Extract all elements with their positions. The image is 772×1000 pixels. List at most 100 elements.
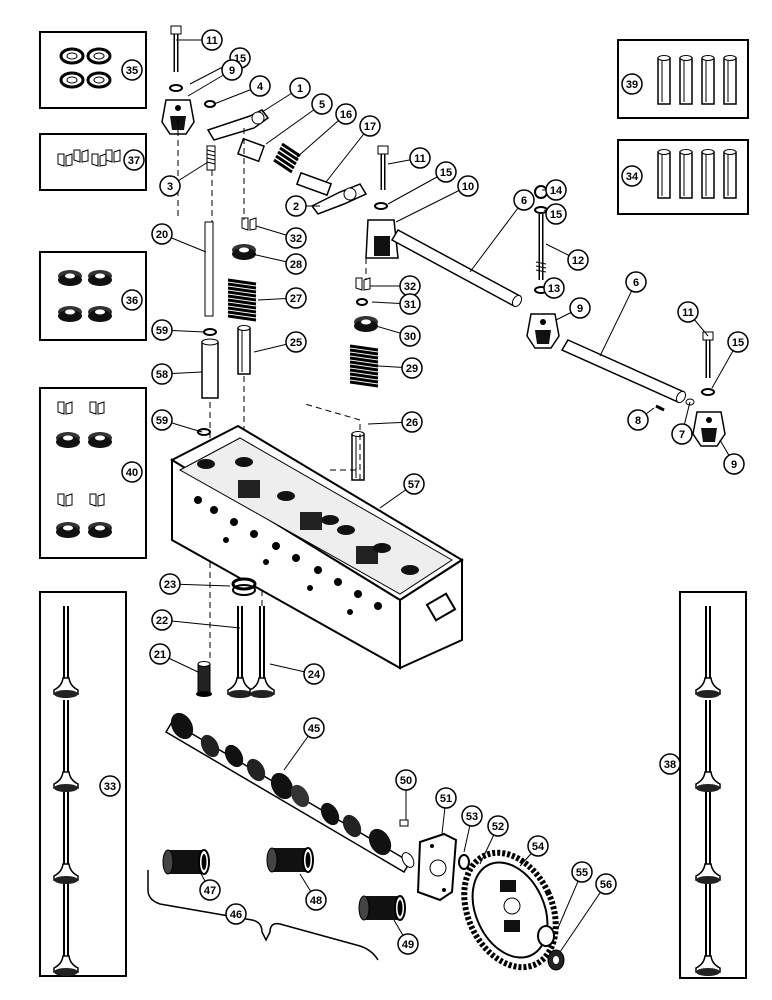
- callout-48-bubble: [305, 889, 327, 911]
- callout-52: 52: [492, 821, 504, 833]
- callout-24-bubble: [303, 663, 325, 685]
- adjusting-screw: [206, 145, 216, 171]
- callout-46: 46: [230, 909, 242, 921]
- callout-2: 2: [293, 201, 299, 213]
- callout-9: 9: [229, 65, 235, 77]
- callout-30: 30: [404, 331, 416, 343]
- shaft-stud: [535, 214, 665, 412]
- callout-9-bubble: [221, 59, 243, 81]
- callout-57-bubble: [403, 473, 425, 495]
- intake-valve: [228, 606, 252, 698]
- callout-14-bubble: [545, 179, 567, 201]
- callout-4: 4: [257, 81, 264, 93]
- callout-36-bubble: [121, 289, 143, 311]
- callout-16: 16: [340, 109, 352, 121]
- callout-2-bubble: [285, 195, 307, 217]
- timing-gear: [461, 849, 559, 971]
- woodruff-key: [399, 819, 409, 827]
- callout-17: 17: [364, 121, 376, 133]
- callout-58: 58: [156, 369, 168, 381]
- rocker-shafts: [390, 228, 687, 404]
- callout-15-bubble: [727, 331, 749, 353]
- callout-11: 11: [206, 35, 218, 47]
- callout-15: 15: [732, 337, 744, 349]
- callout-27: 27: [290, 293, 302, 305]
- push-rod: [204, 221, 214, 317]
- callout-9: 9: [731, 459, 737, 471]
- callout-14: 14: [550, 185, 563, 197]
- callout-4-bubble: [249, 75, 271, 97]
- callout-51: 51: [440, 793, 452, 805]
- rocker-arms: [206, 109, 368, 215]
- callout-50-bubble: [395, 769, 417, 791]
- callout-39-bubble: [621, 73, 643, 95]
- callout-5: 5: [319, 99, 325, 111]
- lock-washer: [458, 854, 470, 870]
- callout-20: 20: [156, 229, 168, 241]
- callout-49-bubble: [397, 933, 419, 955]
- callout-1-bubble: [289, 77, 311, 99]
- callout-3: 3: [167, 181, 173, 193]
- callout-10-bubble: [457, 175, 479, 197]
- callout-15-bubble: [435, 161, 457, 183]
- callout-32: 32: [404, 281, 416, 293]
- callout-17-bubble: [359, 115, 381, 137]
- callout-32-bubble: [285, 227, 307, 249]
- rocker-shaft-bolts: [170, 25, 714, 378]
- callout-59: 59: [156, 415, 168, 427]
- callout-28-bubble: [285, 253, 307, 275]
- callout-25-bubble: [285, 331, 307, 353]
- callout-17-leader: [325, 125, 371, 183]
- callout-22: 22: [156, 615, 168, 627]
- callout-57: 57: [408, 479, 420, 491]
- callout-10: 10: [462, 181, 474, 193]
- callout-25: 25: [290, 337, 302, 349]
- callout-56-leader: [559, 883, 607, 953]
- callout-40: 40: [126, 467, 138, 479]
- callout-53-bubble: [461, 805, 483, 827]
- exhaust-valve: [250, 606, 274, 698]
- callout-52-bubble: [487, 815, 509, 837]
- callout-56-bubble: [595, 873, 617, 895]
- cam-bushings: [162, 847, 406, 921]
- callout-58-bubble: [151, 363, 173, 385]
- callout-45-bubble: [303, 717, 325, 739]
- callout-1: 1: [297, 83, 303, 95]
- callout-26-bubble: [401, 411, 423, 433]
- callout-37: 37: [128, 155, 140, 167]
- callout-54-bubble: [527, 835, 549, 857]
- valve-seat: [231, 577, 257, 596]
- callout-29: 29: [406, 363, 418, 375]
- callout-55: 55: [576, 867, 588, 879]
- callout-6-leader: [469, 199, 525, 273]
- camshaft: [164, 712, 415, 874]
- callout-56: 56: [600, 879, 612, 891]
- callout-35-bubble: [121, 59, 143, 81]
- callout-59-bubble: [151, 319, 173, 341]
- callout-7: 7: [679, 429, 685, 441]
- callout-59: 59: [156, 325, 168, 337]
- callout-32: 32: [290, 233, 302, 245]
- valve-spring-assemblies: [226, 217, 380, 388]
- kit-box-39: [617, 39, 749, 119]
- callout-47: 47: [204, 885, 216, 897]
- callout-15: 15: [440, 167, 452, 179]
- callout-31-bubble: [399, 293, 421, 315]
- callout-10-leader: [395, 185, 469, 223]
- callout-20-bubble: [151, 223, 173, 245]
- rocker-pedestals: [161, 99, 726, 447]
- callout-50: 50: [400, 775, 412, 787]
- callout-28: 28: [290, 259, 302, 271]
- callout-15: 15: [550, 209, 562, 221]
- callout-8: 8: [635, 415, 641, 427]
- callout-55-bubble: [571, 861, 593, 883]
- callout-7-bubble: [671, 423, 693, 445]
- callout-5-bubble: [311, 93, 333, 115]
- callout-49: 49: [402, 939, 414, 951]
- callout-51-bubble: [435, 787, 457, 809]
- callout-6-bubble: [513, 189, 535, 211]
- callout-48: 48: [310, 895, 322, 907]
- callout-6: 6: [633, 277, 639, 289]
- callout-47-bubble: [199, 879, 221, 901]
- callout-11-bubble: [201, 29, 223, 51]
